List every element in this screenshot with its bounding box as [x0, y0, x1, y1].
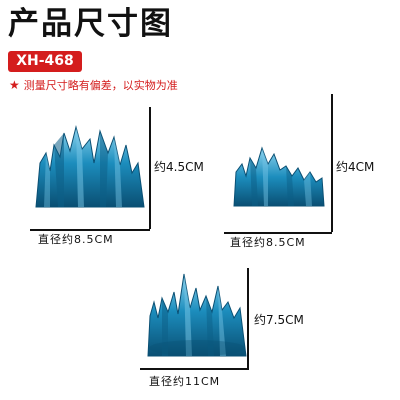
height-line-1: [149, 107, 151, 229]
crystal-image-1: [35, 125, 145, 208]
height-line-3: [247, 268, 249, 368]
height-label-2: 约4CM: [336, 160, 375, 174]
measurement-note: ★测量尺寸略有偏差，以实物为准: [9, 78, 178, 93]
crystal-image-2: [233, 146, 325, 207]
page-title: 产品尺寸图: [8, 6, 173, 42]
measurement-note-text: 测量尺寸略有偏差，以实物为准: [23, 79, 178, 92]
diameter-label-2: 直径约8.5CM: [230, 236, 306, 249]
model-badge: XH-468: [8, 51, 82, 72]
diameter-label-1: 直径约8.5CM: [38, 233, 114, 246]
height-label-3: 约7.5CM: [254, 313, 304, 327]
star-icon: ★: [9, 78, 20, 92]
diameter-line-3: [140, 368, 249, 370]
height-line-2: [331, 94, 333, 232]
diameter-label-3: 直径约11CM: [149, 375, 221, 388]
diameter-line-2: [224, 232, 332, 234]
crystal-image-3: [147, 273, 247, 357]
diameter-line-1: [30, 229, 150, 231]
height-label-1: 约4.5CM: [154, 160, 204, 174]
